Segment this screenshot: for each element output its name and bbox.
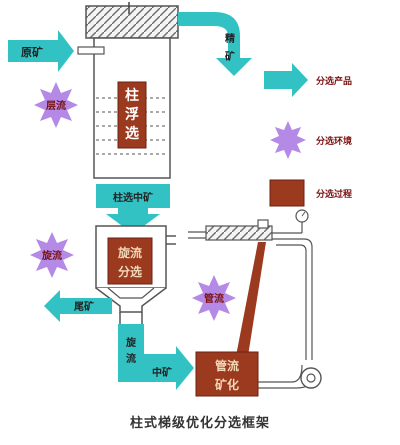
- diagram-caption: 柱式梯级优化分选框架: [129, 416, 270, 431]
- cyclone-process-box: [107, 237, 153, 285]
- legend: 分选产品 分选环境 分选过程: [264, 63, 352, 207]
- pipe-flow-downcomer: [236, 242, 266, 356]
- flotation-column: 柱 浮 选: [77, 2, 179, 179]
- column-process-char-2: 浮: [125, 106, 139, 123]
- pump-icon: [300, 367, 322, 389]
- pipe-circuit: [188, 209, 322, 389]
- feed-nozzle: [77, 46, 105, 55]
- cyclone-middling-label-3: 中矿: [152, 366, 172, 379]
- legend-flow-star: [270, 121, 306, 159]
- tailings-label: 尾矿: [74, 300, 94, 313]
- cyclone-flow-label: 旋流: [41, 249, 62, 262]
- legend-product-arrow: [264, 63, 308, 97]
- tailings-arrow: 尾矿: [44, 290, 112, 322]
- layer-flow-label: 层流: [46, 99, 66, 112]
- cyclone: 旋流 分选: [95, 225, 176, 324]
- pipe-flow-label: 管流: [204, 292, 224, 305]
- cyclone-cone: [95, 287, 167, 313]
- pipe-mineralization-box: [195, 351, 259, 397]
- feed-arrow: 原矿: [8, 30, 74, 72]
- pipe-mineralization-line-1: 管流: [215, 358, 239, 373]
- pipe-flow-star: 管流: [192, 275, 236, 321]
- column-process-box: [117, 81, 147, 149]
- concentrate-label-char-1: 精: [225, 32, 235, 45]
- column-process-char-3: 选: [125, 125, 139, 142]
- column-process-char-1: 柱: [125, 87, 139, 104]
- pipe-mineralization-line-2: 矿化: [215, 377, 239, 392]
- column-middling-label: 柱选中矿: [113, 191, 153, 204]
- cyclone-cone-inner: [107, 287, 155, 299]
- layer-flow-star: 层流: [34, 82, 78, 128]
- cyclone-process-line-1: 旋流: [117, 245, 142, 260]
- legend-process-label: 分选过程: [316, 188, 352, 200]
- legend-product-label: 分选产品: [316, 75, 352, 87]
- column-middling-arrow: 柱选中矿: [96, 184, 170, 234]
- cyclone-middling-label-1: 旋: [125, 336, 137, 349]
- pipe-mineralization: 管流 矿化: [195, 351, 259, 397]
- cyclone-process-line-2: 分选: [118, 264, 142, 279]
- concentrate-label-char-2: 矿: [225, 50, 235, 63]
- cyclone-middling-arrow: 旋 流 中矿: [118, 324, 194, 390]
- cyclone-flow-star: 旋流: [30, 232, 74, 278]
- legend-flow-label: 分选环境: [316, 135, 352, 147]
- froth-zone: [85, 5, 179, 39]
- cyclone-middling-label-2: 流: [126, 352, 136, 365]
- legend-process-box: [269, 179, 305, 207]
- feed-label: 原矿: [21, 45, 43, 59]
- concentrate-arrow: 精 矿: [178, 12, 252, 76]
